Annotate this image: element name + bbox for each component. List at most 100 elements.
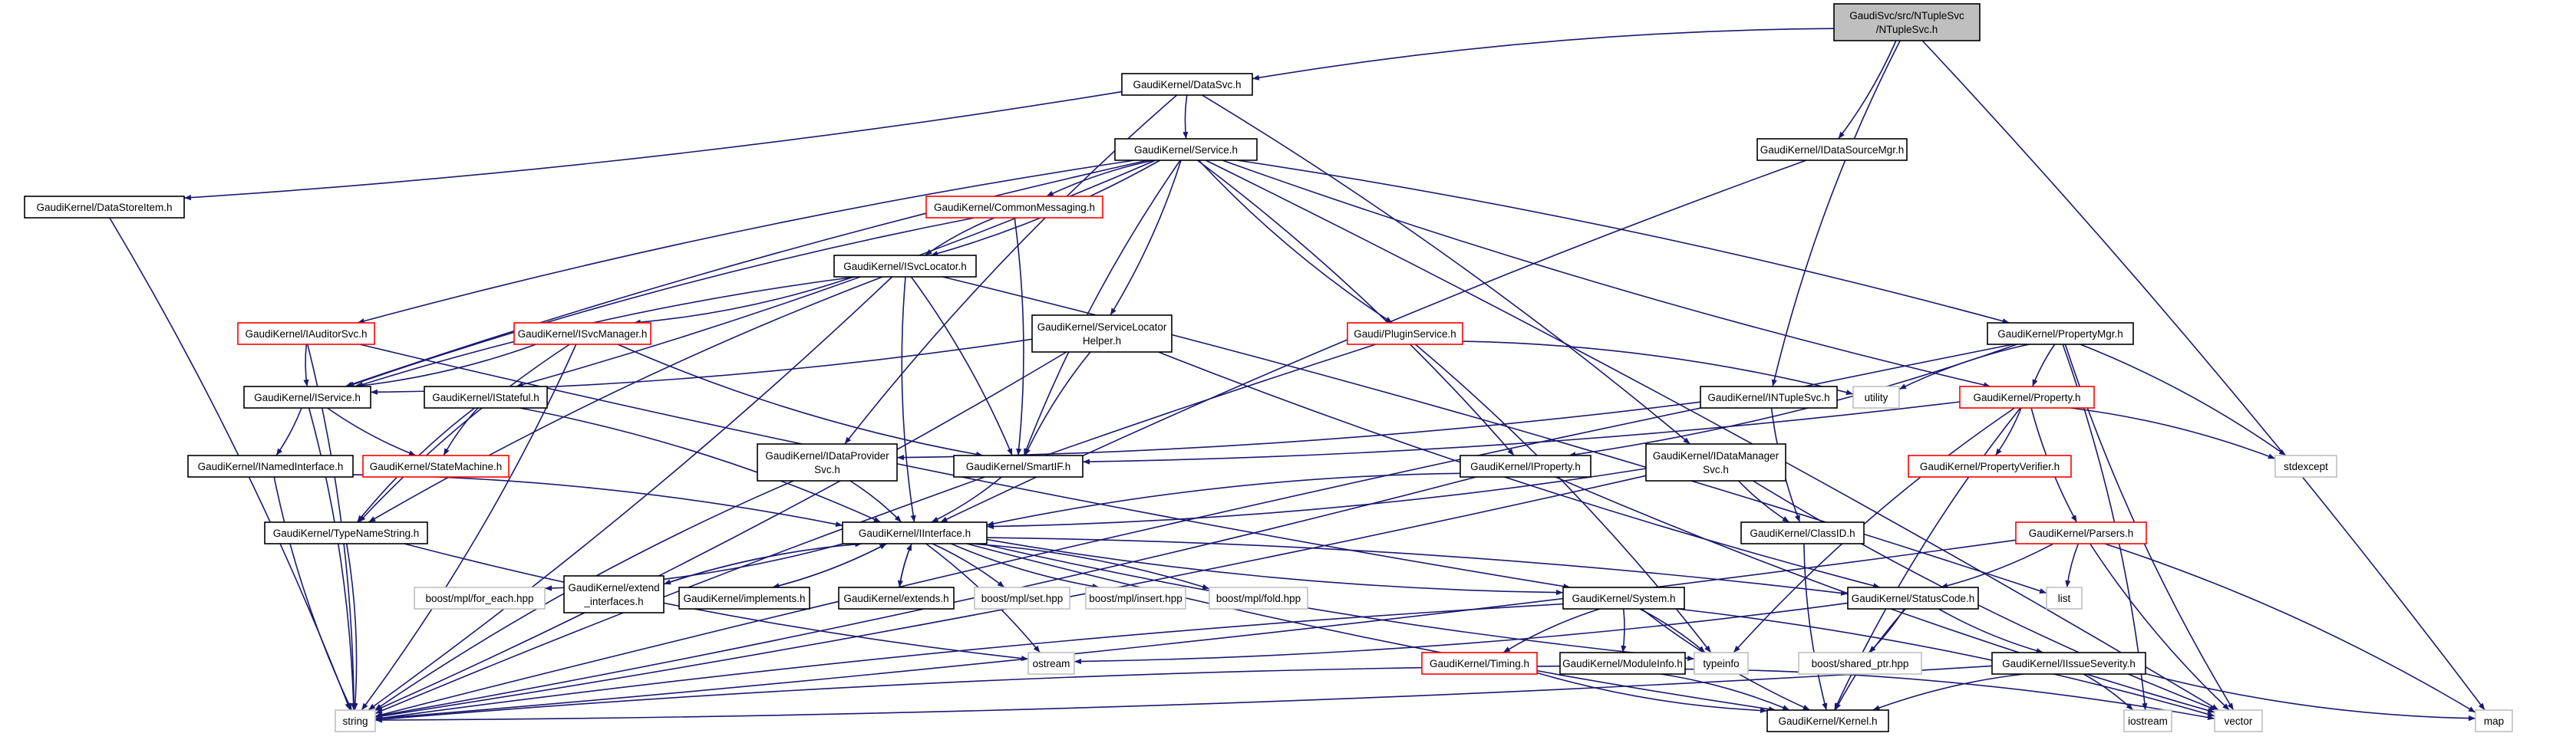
node-implements[interactable]: GaudiKernel/implements.h	[678, 587, 810, 610]
node-label-list-0: list	[2058, 593, 2071, 604]
node-label-system-0: GaudiKernel/System.h	[1572, 593, 1675, 604]
node-iinterface[interactable]: GaudiKernel/IInterface.h	[842, 521, 988, 544]
edge-iissueseverity-to-map	[2145, 673, 2476, 722]
node-service[interactable]: GaudiKernel/Service.h	[1114, 138, 1258, 161]
edge-idatamanagersvc-to-classid	[1737, 480, 1790, 523]
edge-system-to-timing	[1502, 608, 1601, 653]
node-idatasourcemgr[interactable]: GaudiKernel/IDataSourceMgr.h	[1756, 138, 1908, 161]
edge-ntuplesvc-to-intuplesvc	[1771, 40, 1901, 387]
node-ntuplesvc[interactable]: GaudiSvc/src/NTupleSvc/NTupleSvc.h	[1833, 3, 1981, 41]
node-ostream: ostream	[1027, 652, 1075, 675]
node-statemachine[interactable]: GaudiKernel/StateMachine.h	[362, 455, 510, 478]
node-box-vector	[2214, 709, 2263, 732]
node-isvclocator[interactable]: GaudiKernel/ISvcLocator.h	[833, 255, 977, 278]
edge-propertymgr-to-property	[2032, 344, 2056, 387]
edge-isvclocator-to-string	[368, 276, 893, 711]
edge-iinterface-to-system	[986, 538, 1564, 596]
edge-commonmessaging-to-iservice	[347, 217, 975, 387]
edge-ntuplesvc-to-idatasourcemgr	[1838, 40, 1897, 140]
edge-system-to-moduleinfo	[1621, 608, 1627, 653]
node-iissueseverity[interactable]: GaudiKernel/IIssueSeverity.h	[1991, 652, 2146, 675]
node-propertymgr[interactable]: GaudiKernel/PropertyMgr.h	[1987, 322, 2134, 345]
node-label-idatasourcemgr-0: GaudiKernel/IDataSourceMgr.h	[1760, 144, 1905, 156]
node-intuplesvc[interactable]: GaudiKernel/INTupleSvc.h	[1700, 386, 1838, 409]
node-box-parsers	[2015, 521, 2147, 544]
node-parsers[interactable]: GaudiKernel/Parsers.h	[2015, 521, 2147, 544]
edge-istateful-to-iinterface	[519, 407, 882, 523]
edge-property-to-typeinfo	[1733, 407, 2015, 653]
node-label-propertyverifier-0: GaudiKernel/PropertyVerifier.h	[1920, 461, 2060, 472]
node-label-service-0: GaudiKernel/Service.h	[1134, 144, 1238, 156]
node-label-idataprovidersvc-0: GaudiKernel/IDataProvider	[765, 450, 889, 462]
node-statuscode[interactable]: GaudiKernel/StatusCode.h	[1847, 587, 1979, 610]
node-label-foreach-0: boost/mpl/for_each.hpp	[425, 593, 533, 604]
node-label-classid-0: GaudiKernel/ClassID.h	[1750, 528, 1855, 539]
node-classid[interactable]: GaudiKernel/ClassID.h	[1740, 521, 1865, 544]
node-label-idataprovidersvc-1: Svc.h	[814, 464, 840, 475]
node-box-iservice	[243, 386, 371, 409]
edge-moduleinfo-to-vector	[1684, 668, 2215, 721]
node-label-mplfold-0: boost/mpl/fold.hpp	[1216, 593, 1301, 604]
edge-parsers-to-string	[374, 539, 2017, 722]
node-label-istateful-0: GaudiKernel/IStateful.h	[432, 392, 539, 403]
node-extends[interactable]: GaudiKernel/extends.h	[838, 587, 955, 610]
node-label-isvclocator-0: GaudiKernel/ISvcLocator.h	[843, 261, 967, 272]
node-propertyverifier[interactable]: GaudiKernel/PropertyVerifier.h	[1908, 455, 2072, 478]
edge-service-to-smartif	[1023, 160, 1181, 456]
node-box-statuscode	[1847, 587, 1979, 610]
node-label-moduleinfo-0: GaudiKernel/ModuleInfo.h	[1562, 658, 1683, 669]
node-label-timing-0: GaudiKernel/Timing.h	[1430, 658, 1529, 669]
edge-parsers-to-map	[2104, 543, 2476, 713]
edge-service-to-iauditorsvc	[357, 160, 1135, 324]
node-iproperty[interactable]: GaudiKernel/IProperty.h	[1460, 455, 1591, 478]
node-label-propertymgr-0: GaudiKernel/PropertyMgr.h	[1997, 328, 2123, 340]
node-timing[interactable]: GaudiKernel/Timing.h	[1421, 652, 1538, 675]
edge-idatamanagersvc-to-iinterface	[986, 468, 1647, 530]
node-isvcmanager[interactable]: GaudiKernel/ISvcManager.h	[513, 322, 651, 345]
node-datastoreitem[interactable]: GaudiKernel/DataStoreItem.h	[24, 196, 185, 219]
node-box-list	[2046, 587, 2083, 610]
node-box-idataprovidersvc	[757, 443, 898, 482]
node-string: string	[335, 709, 376, 732]
node-istateful[interactable]: GaudiKernel/IStateful.h	[424, 386, 548, 409]
node-smartif[interactable]: GaudiKernel/SmartIF.h	[953, 455, 1084, 478]
edge-implements-to-iinterface	[772, 543, 887, 588]
edge-propertymgr-to-utility	[1898, 344, 2030, 390]
node-label-extends-0: GaudiKernel/extends.h	[843, 593, 948, 604]
node-label-iproperty-0: GaudiKernel/IProperty.h	[1470, 461, 1581, 472]
edge-typenamestring-to-ostream	[404, 543, 1029, 662]
node-kernel[interactable]: GaudiKernel/Kernel.h	[1766, 709, 1889, 732]
node-typenamestring[interactable]: GaudiKernel/TypeNameString.h	[264, 521, 428, 544]
edge-statuscode-to-ostream	[1074, 602, 1849, 665]
node-iauditorsvc[interactable]: GaudiKernel/IAuditorSvc.h	[237, 322, 375, 345]
node-datasvc[interactable]: GaudiKernel/DataSvc.h	[1121, 73, 1253, 96]
node-extendinterfaces[interactable]: GaudiKernel/extend_interfaces.h	[563, 575, 665, 613]
node-iostream: iostream	[2123, 709, 2172, 732]
node-iservice[interactable]: GaudiKernel/IService.h	[243, 386, 371, 409]
edge-idatamanagersvc-to-vector	[1753, 480, 2217, 711]
node-inamedinterface[interactable]: GaudiKernel/INamedInterface.h	[187, 455, 354, 478]
node-label-statuscode-0: GaudiKernel/StatusCode.h	[1852, 593, 1975, 604]
node-commonmessaging[interactable]: GaudiKernel/CommonMessaging.h	[925, 196, 1103, 219]
edge-extends-to-iinterface	[899, 543, 912, 588]
edge-istateful-to-statemachine	[443, 407, 479, 456]
node-label-extendinterfaces-1: _interfaces.h	[583, 596, 643, 607]
node-label-servicelocatorhelper-1: Helper.h	[1083, 335, 1121, 347]
node-pluginservice[interactable]: Gaudi/PluginService.h	[1347, 322, 1463, 345]
node-label-utility-0: utility	[1865, 392, 1888, 403]
node-label-ntuplesvc-1: /NTupleSvc.h	[1876, 24, 1938, 35]
node-property[interactable]: GaudiKernel/Property.h	[1959, 386, 2095, 409]
node-system[interactable]: GaudiKernel/System.h	[1562, 587, 1685, 610]
edge-service-to-iservice	[345, 160, 1149, 387]
edge-service-to-iproperty	[1197, 160, 1515, 456]
node-box-service	[1114, 138, 1258, 161]
node-box-pluginservice	[1347, 322, 1463, 345]
node-moduleinfo[interactable]: GaudiKernel/ModuleInfo.h	[1559, 652, 1686, 675]
node-box-iproperty	[1460, 455, 1591, 478]
node-label-smartif-0: GaudiKernel/SmartIF.h	[966, 461, 1071, 472]
edge-isvcmanager-to-typenamestring	[358, 344, 570, 523]
